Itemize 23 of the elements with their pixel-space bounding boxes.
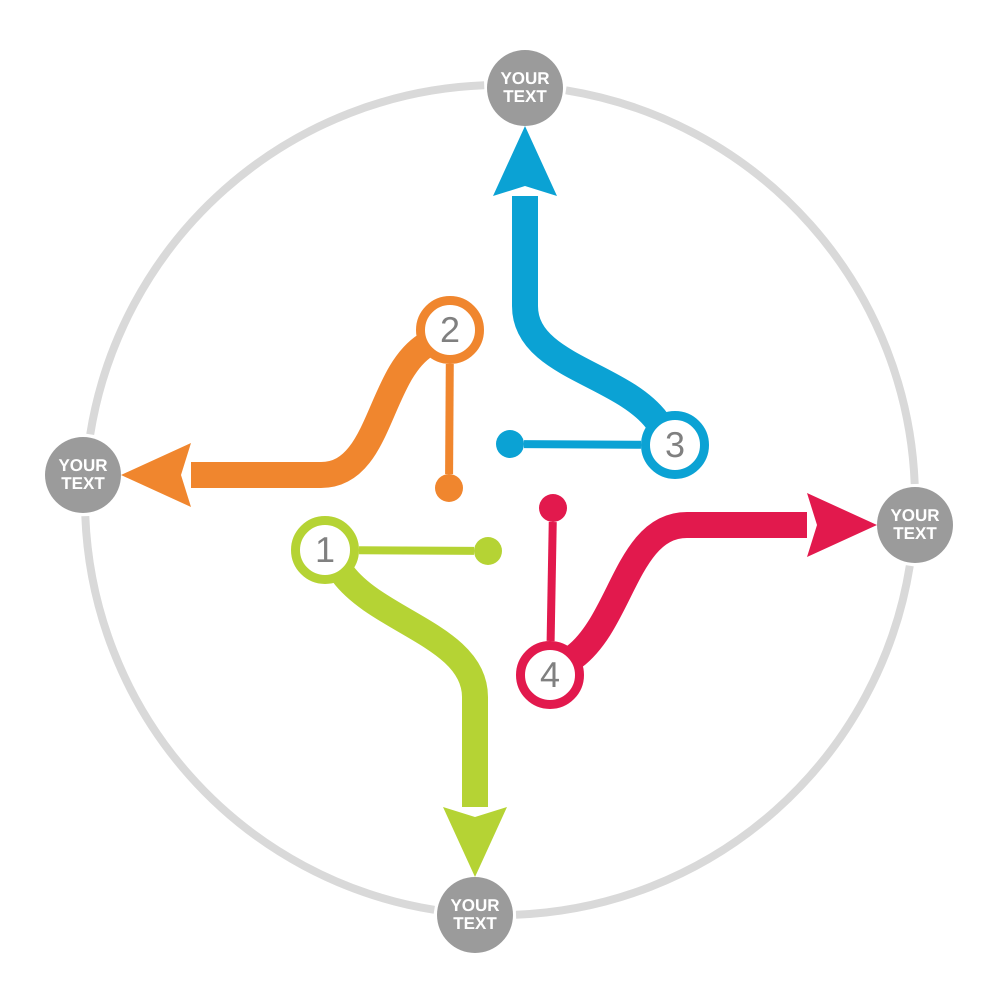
connector-line (358, 546, 474, 555)
line-end-dot (435, 474, 463, 502)
line-end-dot (539, 494, 567, 522)
ring-arc (86, 81, 485, 436)
connector-line (546, 522, 557, 642)
placeholder-text: YOUR TEXT (889, 507, 941, 543)
line-end-dot (474, 537, 502, 565)
connector-line (445, 364, 454, 474)
placeholder-text: YOUR TEXT (57, 457, 109, 493)
ring-arc (565, 86, 919, 484)
step-number: 1 (314, 532, 336, 568)
curved-arrow (565, 493, 877, 667)
placeholder-text: YOUR TEXT (499, 70, 551, 106)
step-number: 3 (664, 427, 686, 463)
step-number: 2 (440, 312, 460, 348)
connector-line (524, 440, 642, 449)
curved-arrow (493, 126, 667, 430)
line-end-dot (496, 430, 524, 458)
ring-arc (81, 516, 436, 914)
ring-arc (516, 564, 914, 919)
step-number: 4 (540, 657, 560, 693)
placeholder-text: YOUR TEXT (449, 897, 501, 933)
curved-arrow (333, 565, 507, 877)
